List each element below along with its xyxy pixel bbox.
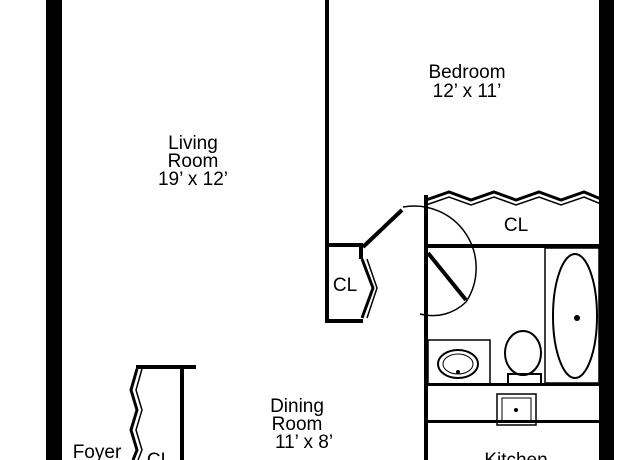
- bathroom-door-leaf: [426, 251, 468, 302]
- dining-room-size: 11’ x 8’: [275, 432, 333, 453]
- hall-closet-left-wall: [325, 243, 329, 323]
- hall-closet-bottom-wall: [325, 319, 363, 323]
- foyer-closet-bifold-door-inner: [135, 368, 143, 460]
- bathroom-bottom-wall: [424, 383, 602, 386]
- bedroom-closet-bottom-wall: [424, 244, 602, 248]
- foyer-closet-top-wall: [136, 365, 196, 369]
- dining-room-name-1: Dining: [270, 396, 324, 417]
- west-wall: [46, 0, 62, 460]
- bathtub-drain: [574, 315, 580, 321]
- hall-closet-right-wall: [359, 243, 363, 259]
- dining-room-name-2: Room: [272, 414, 323, 435]
- door-swing-arc-lower: [419, 301, 467, 317]
- bedroom-door-leaf: [361, 208, 404, 249]
- bathroom-left-wall: [424, 244, 428, 460]
- hall-closet-bifold-door: [360, 258, 375, 319]
- bathtub-basin: [552, 253, 598, 379]
- living-bedroom-partition: [325, 0, 329, 247]
- kitchen-sink-basin: [501, 397, 532, 422]
- kitchen-sink: [496, 393, 537, 426]
- bedroom-size: 12’ x 11’: [433, 81, 502, 102]
- hall-closet-bifold-door-inner: [366, 258, 378, 319]
- foyer-closet-bifold-door: [129, 368, 139, 460]
- bedroom-closet-label: CL: [504, 215, 528, 236]
- living-room-name-2: Room: [168, 151, 219, 172]
- bedroom-closet-bifold-door: [425, 190, 602, 202]
- door-swing-arc: [402, 205, 477, 303]
- foyer-closet-right-wall: [180, 365, 184, 460]
- east-wall: [599, 0, 614, 460]
- toilet-bowl: [504, 330, 542, 376]
- hall-closet-label: CL: [333, 275, 357, 296]
- foyer-closet-label: CL: [147, 450, 171, 460]
- bedroom-closet-left-wall: [424, 195, 428, 248]
- kitchen-name: Kitchen: [484, 450, 547, 460]
- living-room-name-1: Living: [168, 133, 218, 154]
- living-room-size: 19’ x 12’: [158, 169, 228, 190]
- hall-closet-top-wall: [325, 243, 363, 247]
- bedroom-closet-bifold-door-inner: [425, 196, 602, 206]
- bathroom-sink: [437, 349, 479, 379]
- sink-drain: [456, 370, 460, 374]
- bedroom-name: Bedroom: [428, 62, 505, 83]
- foyer-name: Foyer: [73, 442, 122, 460]
- kitchen-sink-drain: [514, 408, 518, 412]
